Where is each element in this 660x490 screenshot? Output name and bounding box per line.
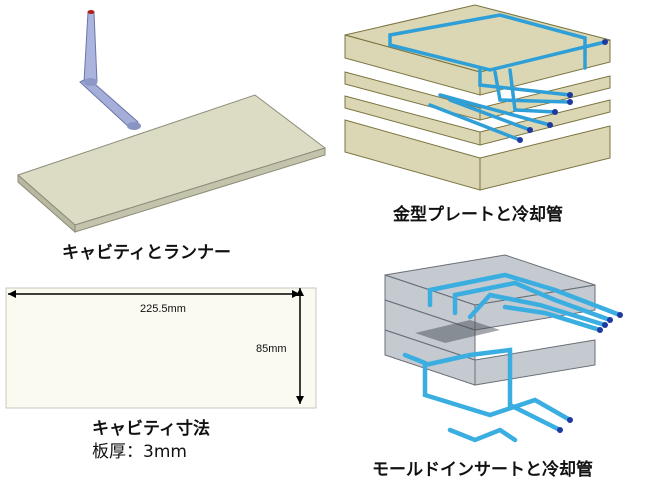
caption-cavity-dims: キャビティ寸法 <box>92 419 210 439</box>
caption-mold-insert: モールドインサートと冷却管 <box>372 460 593 480</box>
cavity-dims-panel: 225.5mm 85mm キャビティ寸法 板厚：3mm <box>0 280 330 490</box>
dim-height-label: 85mm <box>256 343 287 355</box>
mold-plate-panel: 金型プレートと冷却管 <box>330 0 660 235</box>
dim-width-label: 225.5mm <box>140 303 186 315</box>
caption-cavity-runner: キャビティとランナー <box>62 243 231 263</box>
mold-insert-illustration <box>384 254 623 443</box>
cavity-outline <box>5 287 317 409</box>
cavity-runner-panel: キャビティとランナー <box>0 0 330 263</box>
thickness-label: 板厚：3mm <box>92 442 187 462</box>
cavity-runner-illustration <box>17 10 327 234</box>
caption-mold-plate: 金型プレートと冷却管 <box>393 205 563 225</box>
mold-insert-panel: モールドインサートと冷却管 <box>330 235 660 490</box>
cavity-dims-illustration: 225.5mm 85mm <box>5 287 317 409</box>
mold-plate-illustration <box>344 4 611 191</box>
